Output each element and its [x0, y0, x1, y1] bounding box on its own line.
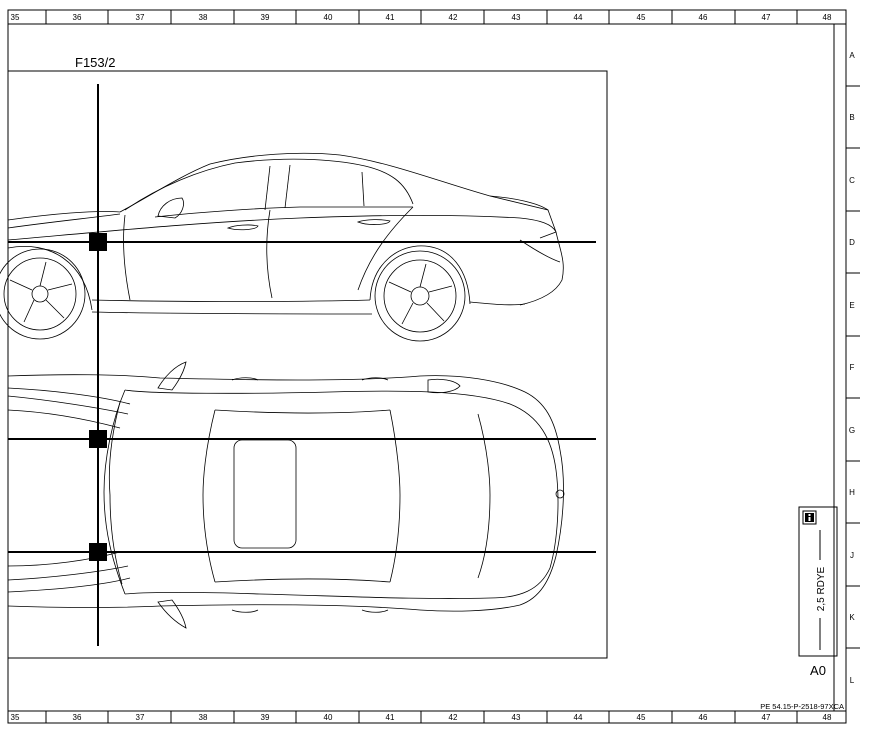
row-labels: A B C D E F G H J K L	[849, 51, 855, 685]
col-label: 41	[386, 13, 395, 22]
col-label: 45	[637, 13, 646, 22]
location-marker[interactable]	[89, 233, 107, 251]
col-label: 45	[637, 713, 646, 722]
col-label: 43	[512, 713, 521, 722]
col-label: 40	[324, 13, 333, 22]
col-label: 40	[324, 713, 333, 722]
col-label: 35	[11, 713, 20, 722]
row-label: A	[849, 51, 855, 60]
row-label: D	[849, 238, 855, 247]
location-marker[interactable]	[89, 543, 107, 561]
row-label: B	[849, 113, 854, 122]
col-label: 48	[823, 13, 832, 22]
col-label: 47	[762, 713, 771, 722]
col-label: 35	[11, 13, 20, 22]
component-label: F153/2	[75, 55, 115, 70]
row-label: J	[850, 551, 854, 560]
col-label: 42	[449, 713, 458, 722]
column-labels-bottom: 35 36 37 38 39 40 41 42 43 44 45 46 47 4…	[11, 713, 832, 722]
harness-lines	[8, 84, 596, 646]
connector-label: A0	[810, 663, 826, 678]
column-ticks	[45, 10, 798, 723]
col-label: 48	[823, 713, 832, 722]
col-label: 46	[699, 13, 708, 22]
col-label: 36	[73, 13, 82, 22]
row-ticks	[846, 85, 860, 649]
col-label: 38	[199, 13, 208, 22]
col-label: 47	[762, 13, 771, 22]
col-label: 44	[574, 713, 583, 722]
col-label: 42	[449, 13, 458, 22]
document-code: PE 54.15-P-2518-97XCA	[760, 702, 844, 711]
row-label: K	[849, 613, 855, 622]
col-label: 43	[512, 13, 521, 22]
row-label: L	[850, 676, 855, 685]
row-label: H	[849, 488, 855, 497]
row-label: C	[849, 176, 855, 185]
vehicle-panel	[7, 70, 608, 659]
column-labels-top: 35 36 37 38 39 40 41 42 43 44 45 46 47 4…	[11, 13, 832, 22]
info-icon[interactable]	[802, 510, 817, 525]
row-label: G	[849, 426, 855, 435]
col-label: 39	[261, 713, 270, 722]
col-label: 38	[199, 713, 208, 722]
rear-wheel	[374, 250, 466, 342]
col-label: 39	[261, 13, 270, 22]
wire-code-label: 2,5 RDYE	[816, 566, 827, 611]
col-label: 37	[136, 713, 145, 722]
car-side-view	[7, 152, 564, 315]
location-markers	[89, 233, 107, 561]
location-marker[interactable]	[89, 430, 107, 448]
front-wheel	[0, 248, 86, 340]
col-label: 37	[136, 13, 145, 22]
car-top-view	[7, 361, 565, 629]
col-label: 46	[699, 713, 708, 722]
col-label: 44	[574, 13, 583, 22]
drawing-frame	[7, 9, 847, 724]
col-label: 41	[386, 713, 395, 722]
col-label: 36	[73, 713, 82, 722]
row-label: F	[850, 363, 855, 372]
row-label: E	[849, 301, 854, 310]
wire-legend: 2,5 RDYE	[798, 506, 838, 657]
